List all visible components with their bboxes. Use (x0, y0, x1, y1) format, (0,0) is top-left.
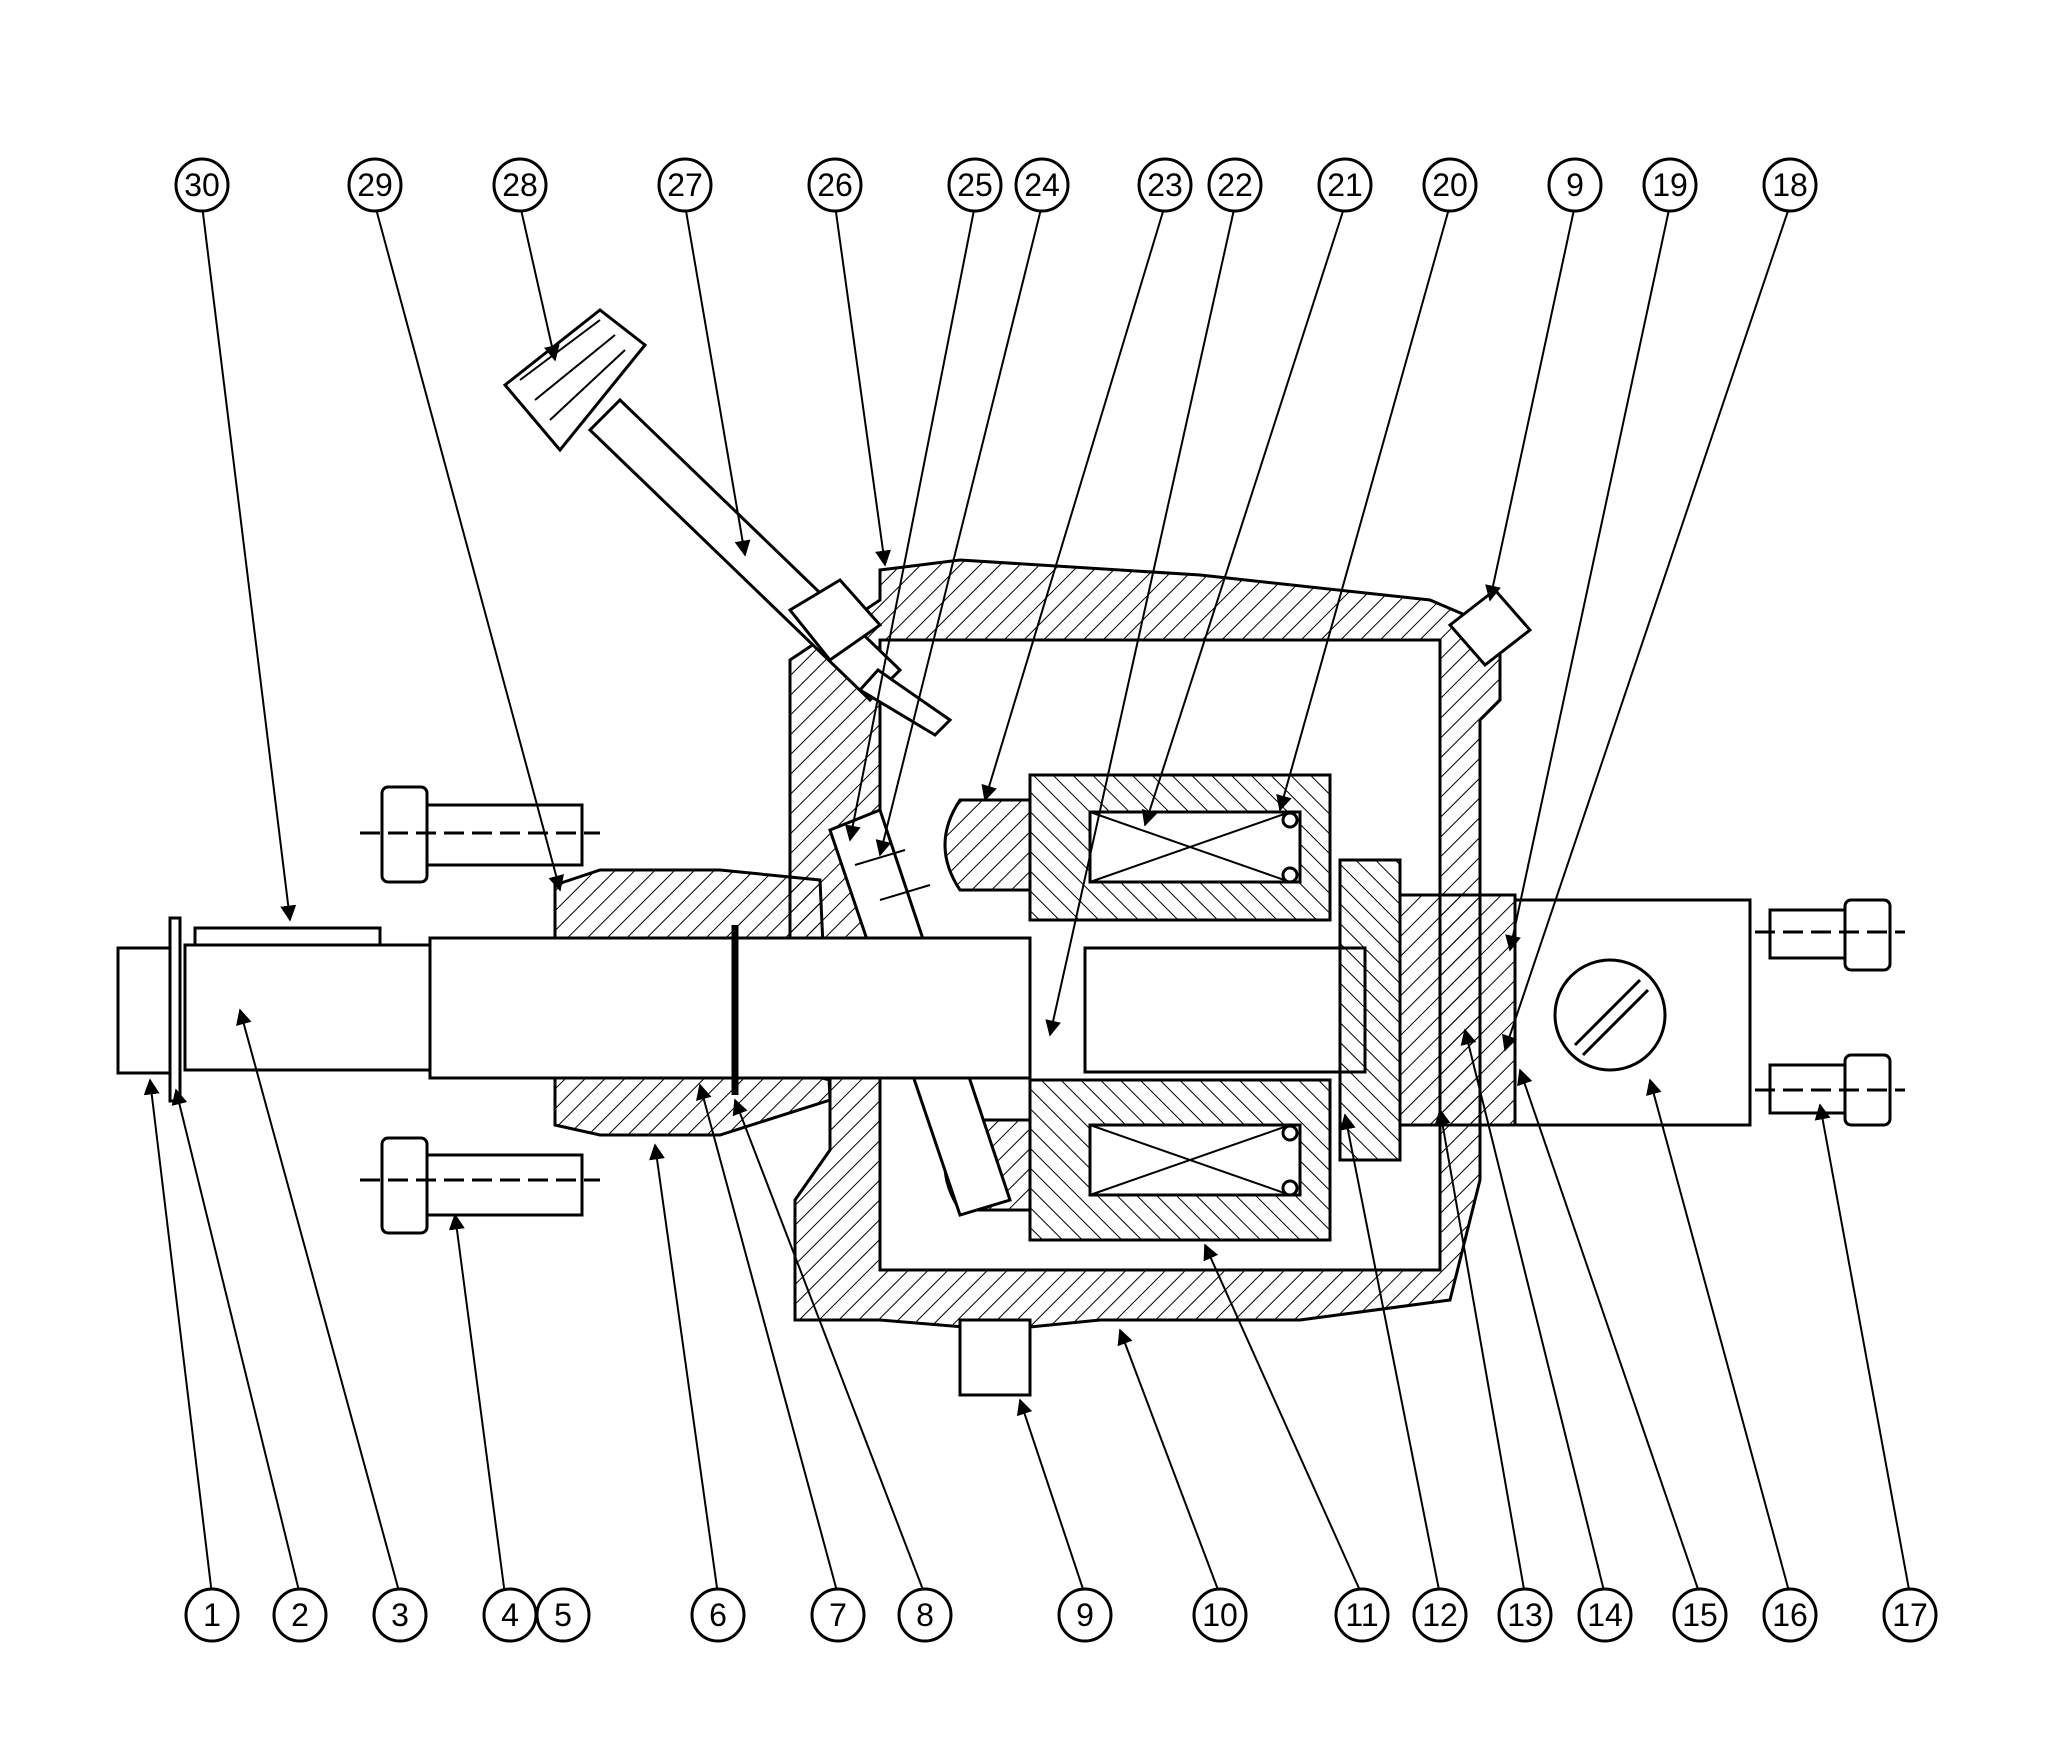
svg-text:11: 11 (1345, 1597, 1378, 1633)
svg-text:18: 18 (1772, 167, 1808, 203)
svg-text:25: 25 (957, 167, 993, 203)
callout-15: 15 (1672, 1587, 1728, 1643)
svg-text:14: 14 (1587, 1597, 1623, 1633)
adjusting-screw-nut (787, 578, 883, 663)
callout-9-top: 9 (1547, 157, 1603, 213)
svg-text:28: 28 (502, 167, 538, 203)
svg-text:1: 1 (203, 1597, 221, 1633)
callout-23: 23 (1137, 157, 1193, 213)
svg-text:22: 22 (1217, 167, 1253, 203)
svg-text:29: 29 (357, 167, 393, 203)
svg-text:30: 30 (184, 167, 220, 203)
svg-text:4: 4 (501, 1597, 519, 1633)
shaft-key (193, 926, 382, 947)
svg-text:17: 17 (1892, 1597, 1928, 1633)
slipper-upper (943, 798, 1032, 892)
rear-port-circle (1553, 958, 1667, 1072)
mounting-bolt-left-upper (360, 785, 600, 884)
drive-shaft-end (183, 943, 432, 1072)
svg-text:12: 12 (1422, 1597, 1458, 1633)
callout-5: 5 (535, 1587, 591, 1643)
callout-20: 20 (1422, 157, 1478, 213)
svg-text:8: 8 (916, 1597, 934, 1633)
svg-text:13: 13 (1507, 1597, 1543, 1633)
rear-shaft-section (1083, 946, 1367, 1074)
callout-21: 21 (1317, 157, 1373, 213)
callout-22: 22 (1207, 157, 1263, 213)
rear-cover (1398, 893, 1517, 1127)
callout-30: 30 (174, 157, 230, 213)
svg-text:15: 15 (1682, 1597, 1718, 1633)
callout-28: 28 (492, 157, 548, 213)
mounting-bolt-left-lower (360, 1136, 600, 1235)
svg-text:9: 9 (1076, 1597, 1094, 1633)
drain-plug-bottom (958, 1318, 1032, 1397)
svg-text:5: 5 (554, 1597, 572, 1633)
callout-7: 7 (810, 1587, 866, 1643)
svg-text:21: 21 (1327, 167, 1363, 203)
drain-plug-top (1447, 587, 1533, 668)
callout-6: 6 (690, 1587, 746, 1643)
piston-lower-spring (1089, 1124, 1291, 1196)
callout-12: 12 (1412, 1587, 1468, 1643)
shaft-bolt-head (116, 946, 180, 1075)
callout-9-bottom: 9 (1057, 1587, 1113, 1643)
svg-text:9: 9 (1566, 167, 1584, 203)
callout-19: 19 (1642, 157, 1698, 213)
callout-18: 18 (1762, 157, 1818, 213)
top-callouts: 30 29 28 27 26 25 24 23 22 21 20 9 19 18 (174, 157, 1818, 213)
callout-1: 1 (184, 1587, 240, 1643)
svg-text:19: 19 (1652, 167, 1688, 203)
svg-text:16: 16 (1772, 1597, 1808, 1633)
valve-plate (1338, 858, 1402, 1162)
control-knob (502, 308, 648, 453)
svg-text:24: 24 (1024, 167, 1060, 203)
svg-text:3: 3 (391, 1597, 409, 1633)
callout-11: 11 (1334, 1587, 1390, 1643)
piston-upper-spring (1089, 811, 1291, 883)
callout-16: 16 (1762, 1587, 1818, 1643)
callout-25: 25 (947, 157, 1003, 213)
svg-text:10: 10 (1202, 1597, 1238, 1633)
callout-8: 8 (897, 1587, 953, 1643)
bottom-callouts: 1 2 3 4 5 6 7 8 9 10 11 12 13 14 15 16 1… (184, 1587, 1938, 1643)
callout-26: 26 (807, 157, 863, 213)
mounting-bolt-right-upper (1755, 898, 1905, 972)
svg-text:23: 23 (1147, 167, 1183, 203)
svg-text:2: 2 (291, 1597, 309, 1633)
callout-3: 3 (372, 1587, 428, 1643)
drive-shaft-main (428, 936, 1032, 1080)
callout-2: 2 (272, 1587, 328, 1643)
svg-text:20: 20 (1432, 167, 1468, 203)
callout-14: 14 (1577, 1587, 1633, 1643)
callout-24: 24 (1014, 157, 1070, 213)
callout-29: 29 (347, 157, 403, 213)
svg-text:6: 6 (709, 1597, 727, 1633)
svg-text:7: 7 (829, 1597, 847, 1633)
leader-lines (143, 204, 1911, 1596)
callout-27: 27 (657, 157, 713, 213)
svg-text:27: 27 (667, 167, 703, 203)
callout-4: 4 (482, 1587, 538, 1643)
shaft-washer (168, 916, 182, 1103)
callout-10: 10 (1192, 1587, 1248, 1643)
svg-text:26: 26 (817, 167, 853, 203)
mounting-bolt-right-lower (1755, 1053, 1905, 1127)
callout-17: 17 (1882, 1587, 1938, 1643)
callout-13: 13 (1497, 1587, 1553, 1643)
